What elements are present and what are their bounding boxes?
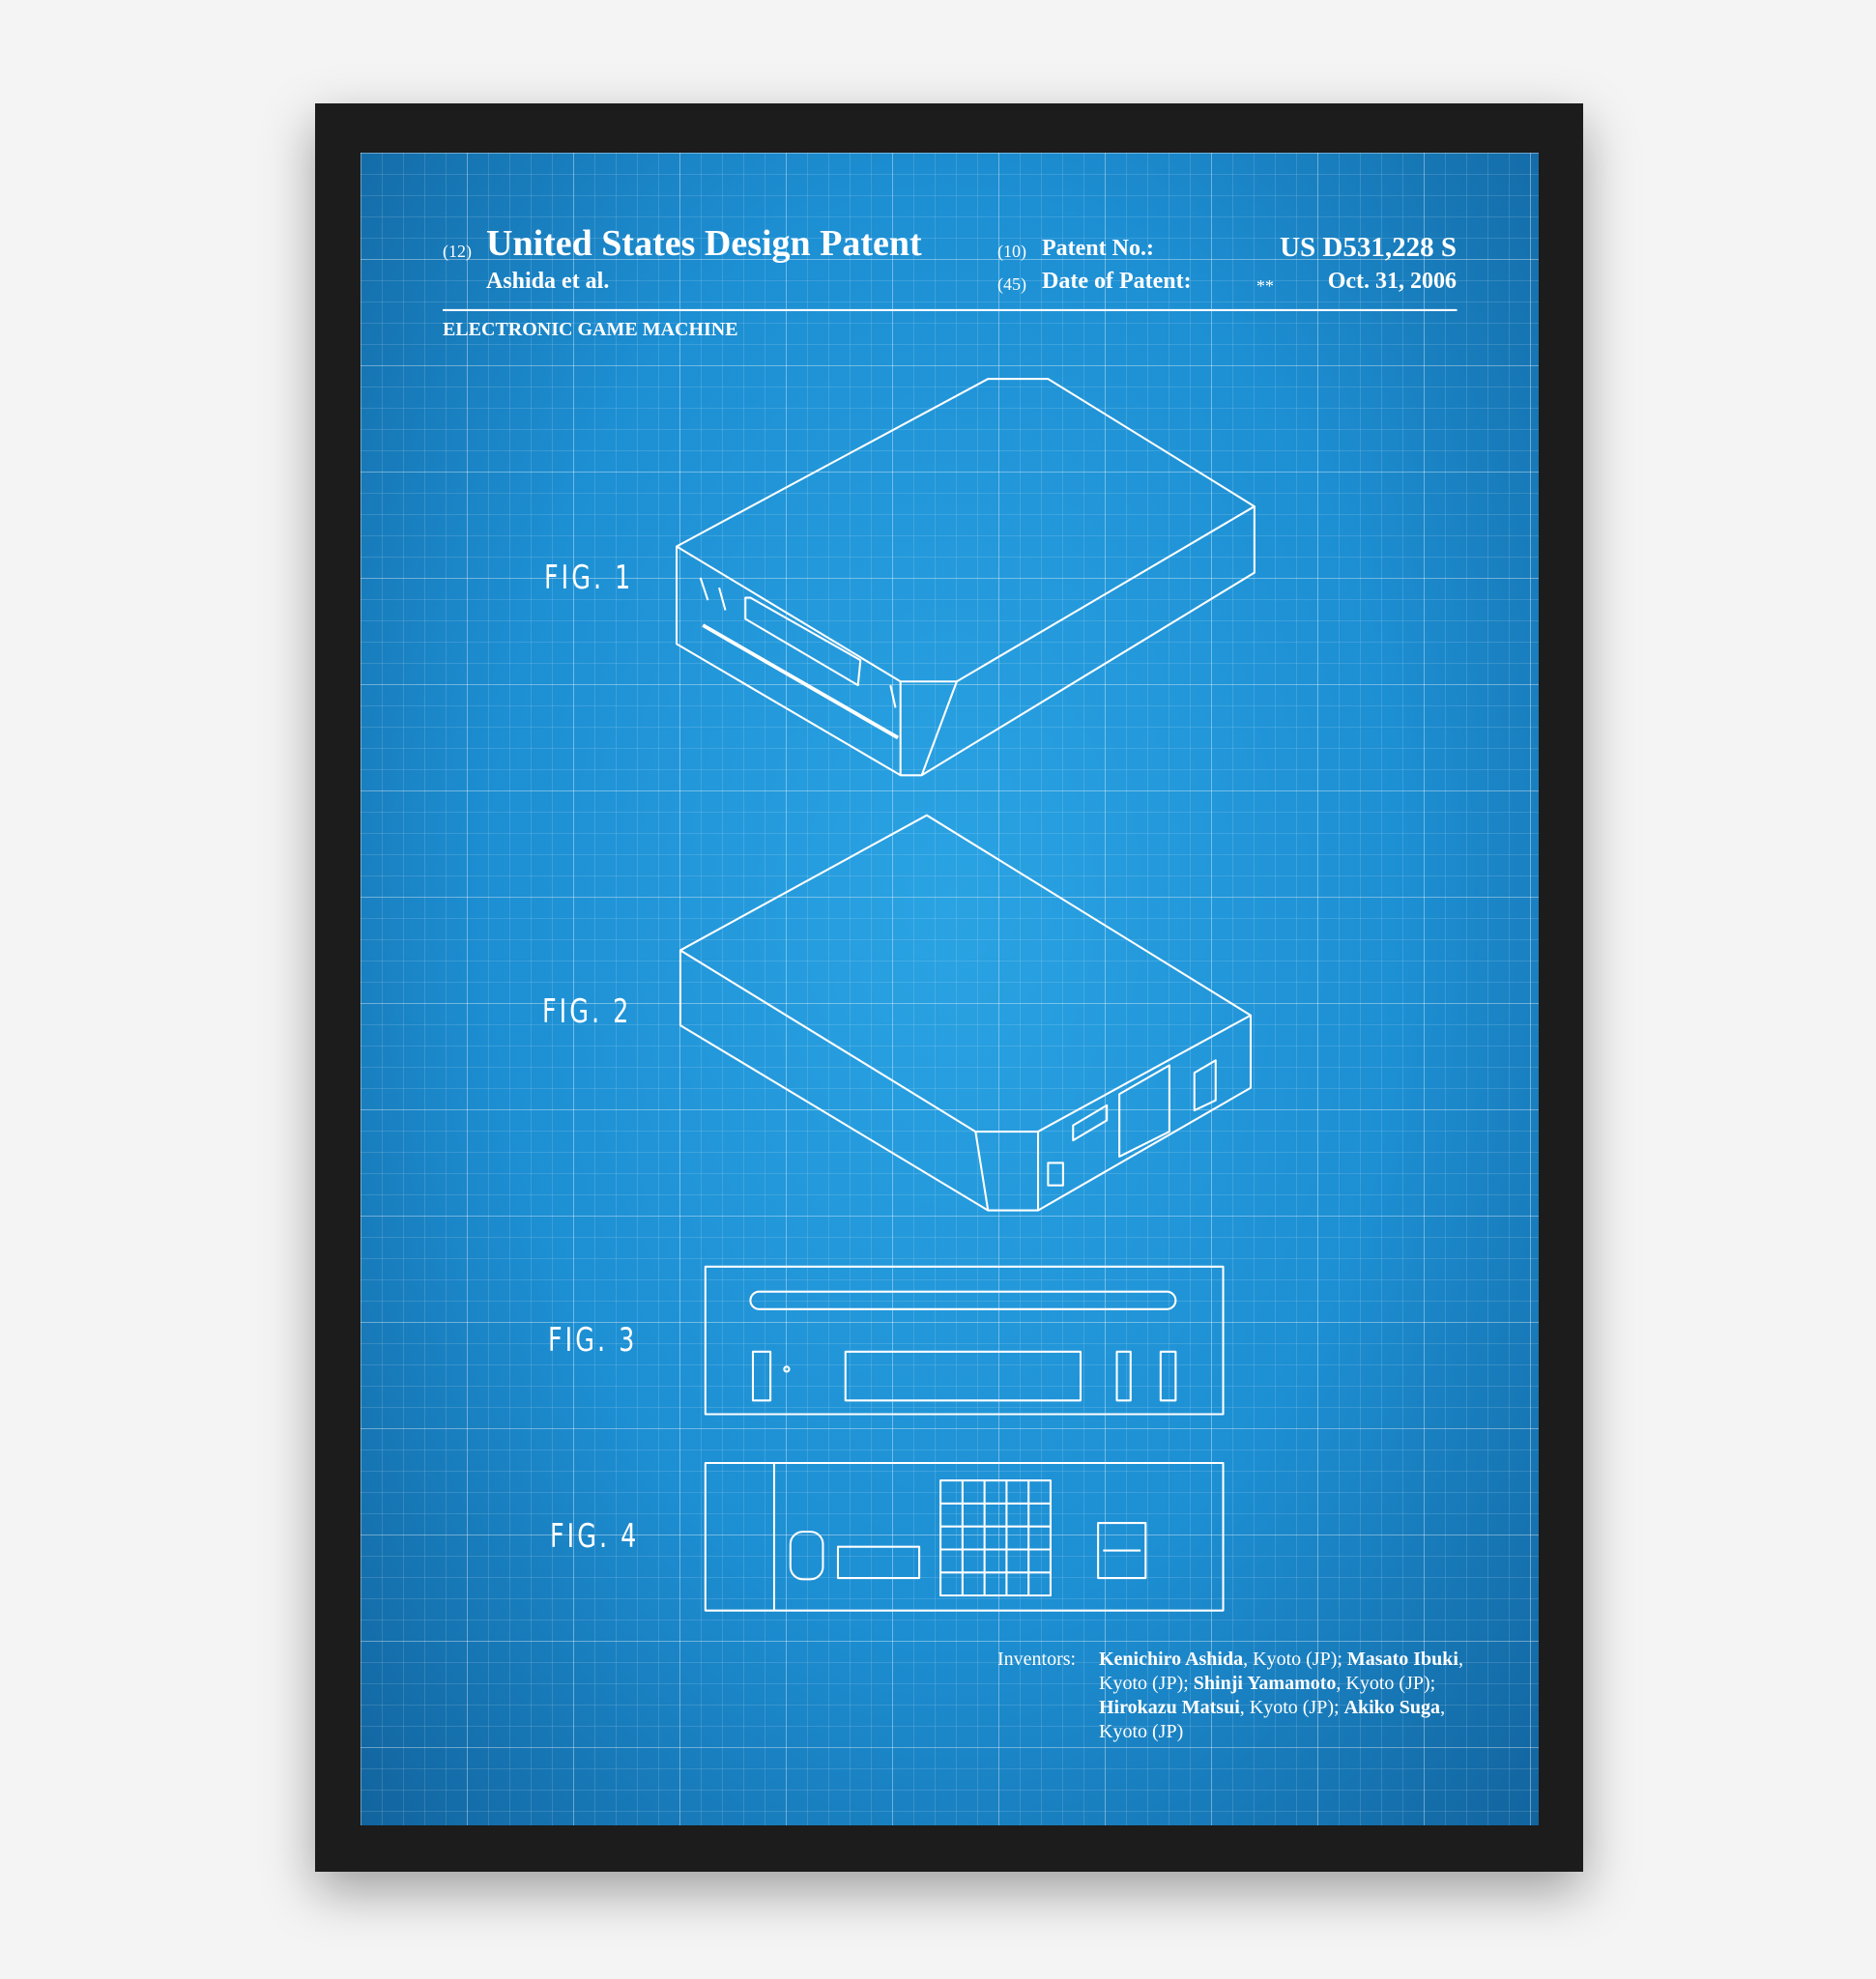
- inventor-name: Masato Ibuki: [1346, 1649, 1458, 1670]
- code-10: (10): [997, 242, 1026, 261]
- patent-number: US D531,228 S: [1280, 232, 1457, 263]
- inventor-location: , Kyoto (JP);: [1239, 1697, 1344, 1718]
- inventor-name: Hirokazu Matsui: [1099, 1697, 1240, 1718]
- inventor-location: , Kyoto (JP): [1099, 1697, 1446, 1742]
- fig4-drawing: [704, 1461, 1225, 1612]
- blueprint-poster: [361, 153, 1539, 1825]
- date-label: Date of Patent:: [1042, 269, 1192, 294]
- inventor-name: Akiko Suga: [1343, 1697, 1441, 1718]
- inventors-list: Kenichiro Ashida, Kyoto (JP); Masato Ibu…: [1099, 1648, 1466, 1744]
- code-45: (45): [997, 274, 1026, 294]
- fig4-label: FIG. 4: [550, 1517, 640, 1556]
- inventor-location: , Kyoto (JP);: [1099, 1649, 1463, 1694]
- fig3-label: FIG. 3: [548, 1321, 638, 1360]
- fig2-label: FIG. 2: [542, 992, 632, 1031]
- authors: Ashida et al.: [486, 269, 610, 294]
- inventor-name: Shinji Yamamoto: [1193, 1673, 1337, 1694]
- patent-subject: ELECTRONIC GAME MACHINE: [443, 319, 738, 340]
- code-12: (12): [443, 242, 472, 261]
- fig1-drawing: [676, 378, 1255, 777]
- inventor-name: Kenichiro Ashida: [1099, 1649, 1244, 1670]
- patent-no-label: Patent No.:: [1042, 236, 1154, 261]
- inventor-location: , Kyoto (JP);: [1336, 1673, 1436, 1694]
- patent-title: United States Design Patent: [486, 223, 922, 264]
- inventor-location: , Kyoto (JP);: [1243, 1649, 1347, 1670]
- patent-date: Oct. 31, 2006: [1327, 269, 1457, 294]
- fig3-drawing: [704, 1265, 1225, 1416]
- fig2-drawing: [678, 814, 1253, 1212]
- date-mark: **: [1256, 276, 1274, 296]
- fig1-label: FIG. 1: [544, 559, 634, 597]
- grid-background: [361, 153, 1539, 1825]
- inventors-label: Inventors:: [997, 1649, 1077, 1670]
